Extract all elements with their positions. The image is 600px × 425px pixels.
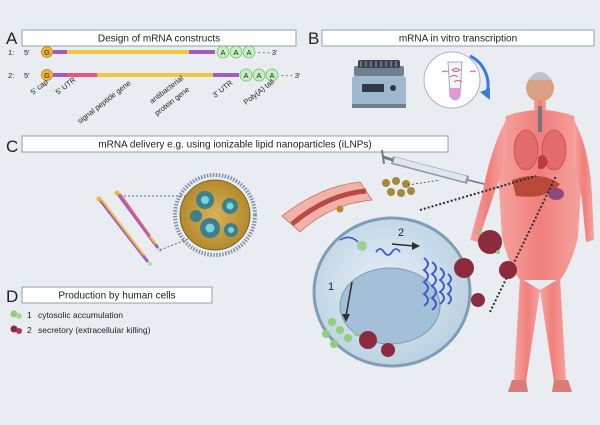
secreted-proteins [354,230,517,357]
construct-1-three-prime: - - - 3' [258,48,278,57]
lipid-nanoparticle [173,173,257,257]
secreted-protein-icon [10,325,18,333]
construct-2-3utr [213,73,239,77]
construct-2-cap [41,69,53,81]
construct-1-polya-2 [229,45,243,59]
construct-1-cap-letter: G [44,48,50,57]
construct-1-polya-label-3: A [246,48,251,57]
panel-d-title-box [21,286,213,304]
panel-a-title-box [21,29,297,47]
panel-b-title-box [321,29,595,47]
human-cell [312,216,472,368]
test-tube-icon [423,51,481,109]
legend-2-text: secretory (extracellular killing) [38,325,151,335]
legend-item-cytosolic: 1 cytosolic accumulation [10,310,123,320]
pathway-2-arrow-head [412,242,420,250]
label-polya-tail: Poly(A) tail [242,77,276,107]
label-3-utr: 3' UTR [211,78,235,100]
panel-d-letter: D [6,287,18,306]
construct-2-gene [97,73,213,77]
construct-1-five-prime: 5' [24,48,30,57]
construct-2-polya-2 [252,68,266,82]
pathway-1-arrow-head [342,314,350,322]
injection-path-lower [489,175,557,313]
construct-1-5utr [53,50,67,54]
injection-path-upper [419,175,537,211]
construct-1-polya-label-2: A [233,48,238,57]
mrna-strands [96,190,162,266]
thermocycler-icon [352,60,406,108]
panel-b-letter: B [308,29,319,48]
label-signal-peptide: signal peptide gene [76,78,133,125]
construct-1-index: 1: [8,48,14,57]
construct-1: 1: 5' G A A A - - - 3' [8,45,278,59]
panel-c-title-box [21,135,449,153]
label-5-utr: 5' UTR [54,75,78,97]
construct-2-index: 2: [8,71,14,80]
panel-b-title: mRNA in vitro transcription [399,34,517,45]
pathway-1-arrow [345,281,353,317]
panel-c-letter: C [6,137,18,156]
construct-2-polya-1 [239,68,253,82]
legend-1-num: 1 [27,310,32,320]
construct-2-five-prime: 5' [24,71,30,80]
legend-1-text: cytosolic accumulation [38,310,123,320]
legend-item-secretory: 2 secretory (extracellular killing) [10,325,151,335]
panel-a-letter: A [6,29,18,48]
pathway-1-label: 1 [328,281,334,293]
construct-2-polya-label-2: A [256,71,261,80]
legend-2-num: 2 [27,325,32,335]
panel-c-title: mRNA delivery e.g. using ionizable lipid… [98,140,371,151]
blood-vessel-lumen [290,188,367,226]
construct-2-polya-label-1: A [243,71,248,80]
particles-zoom-line [407,179,441,186]
construct-2-5utr [53,73,67,77]
construct-1-3utr [189,50,215,54]
construct-2-cap-letter: G [44,71,50,80]
transcription-arrow-head [480,88,490,100]
injected-particles [382,177,415,197]
cytosolic-proteins [322,318,352,348]
cytosolic-protein-icon [10,310,18,318]
construct-2-polya-3 [265,68,279,82]
construct-1-polya-1 [216,45,230,59]
human-body [470,72,594,392]
panel-a-title: Design of mRNA constructs [98,34,220,45]
construct-2-polya-label-3: A [269,71,274,80]
construct-2-signal [67,73,97,77]
panel-d-title: Production by human cells [58,291,175,302]
construct-2-three-prime: - - - 3' [281,71,301,80]
construct-1-cap [41,46,53,58]
vessel-particle [336,205,344,213]
construct-1-gene [67,50,189,54]
pathway-2-arrow [391,243,415,247]
construct-1-polya-label-1: A [220,48,225,57]
construct-1-polya-3 [242,45,256,59]
construct-2: 2: 5' G A A A - - - 3' [8,68,301,82]
pathway-2-label: 2 [398,227,404,239]
